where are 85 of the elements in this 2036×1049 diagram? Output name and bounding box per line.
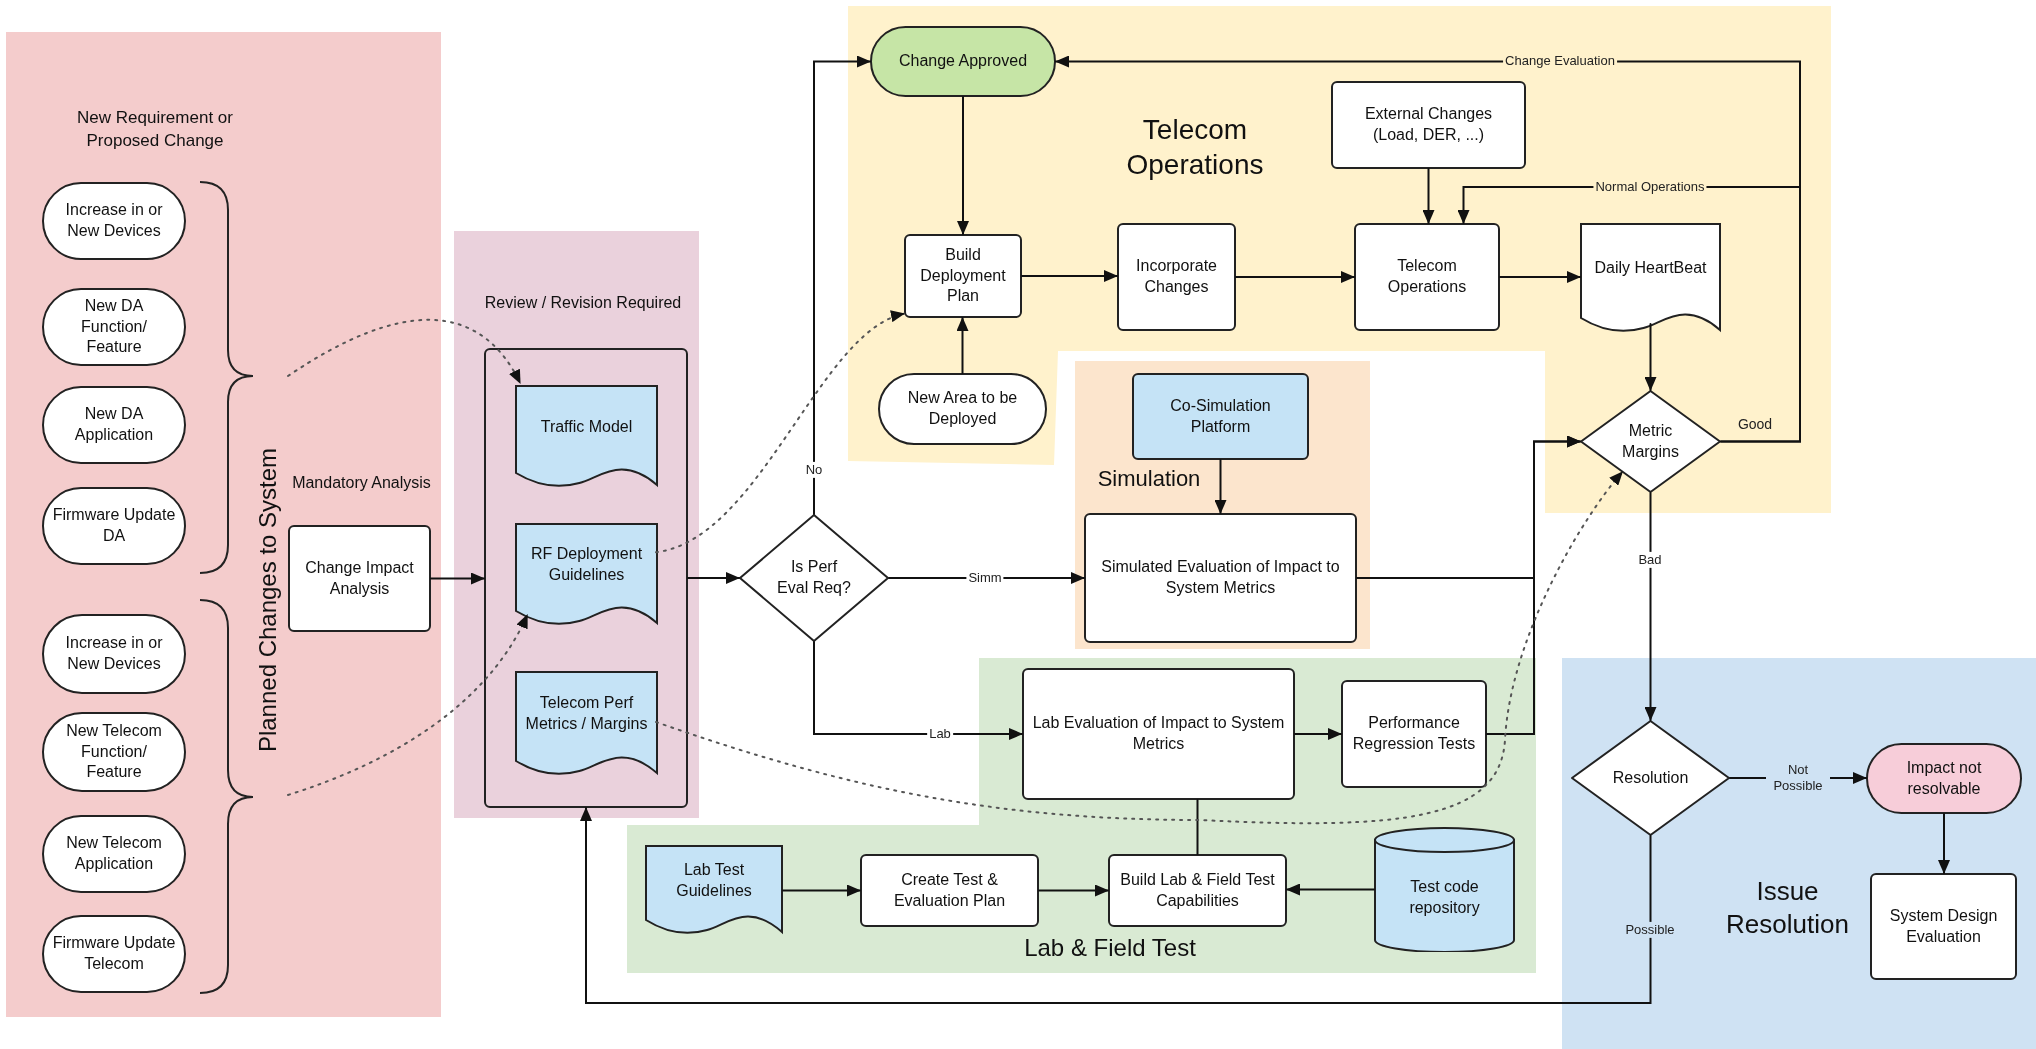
process-box <box>1132 373 1309 460</box>
lane-title: Issue Resolution <box>1725 875 1850 940</box>
dotted-arrow <box>655 312 905 554</box>
dotted-arrow <box>287 318 522 384</box>
step-text: Co-Simulation Platform <box>1169 395 1272 437</box>
process-box <box>1870 873 2017 980</box>
dotted-arrow <box>287 614 529 796</box>
process-box <box>860 854 1039 927</box>
step-text: Incorporate Changes <box>1135 256 1218 297</box>
step-text: New Telecom Application <box>65 833 163 874</box>
arrow <box>1021 270 1118 282</box>
arrow <box>1486 435 1581 735</box>
arrow <box>1644 492 1657 721</box>
lane-title: New Requirement or Proposed Change <box>76 107 234 153</box>
step-text: Simulated Evaluation of Impact to System Metrics <box>1100 557 1341 598</box>
step-text: Change Impact Analysis <box>304 557 415 599</box>
arrow <box>687 572 740 584</box>
edge-label: No <box>803 461 825 479</box>
arrow <box>957 96 969 235</box>
edge-label: Possible <box>1623 921 1677 939</box>
lane-title: Telecom Operations <box>1125 113 1265 182</box>
arrow <box>782 884 861 897</box>
arrow <box>430 572 485 585</box>
arrow <box>1214 459 1227 514</box>
edge-label: Bad <box>1636 551 1664 569</box>
step-text: New DA Function/ Feature <box>80 295 148 358</box>
lane-title: Lab & Field Test <box>1023 936 1197 960</box>
step-text: New DA Application <box>73 404 155 445</box>
step-text: Test code repository <box>1408 876 1481 918</box>
lane-title: Review / Revision Required <box>483 293 683 313</box>
step-text: Build Deployment Plan <box>919 244 1007 307</box>
arrow <box>1938 813 1950 874</box>
lane-title: Planned Changes to System <box>256 446 282 755</box>
process-box <box>904 234 1022 318</box>
step-text: Change Approved <box>898 51 1028 72</box>
arrow <box>1038 884 1109 897</box>
connector-line <box>1196 799 1199 855</box>
step-text: Firmware Update Telecom <box>52 933 176 974</box>
arrow <box>1286 883 1375 896</box>
arrow <box>956 317 969 374</box>
arrow <box>1422 168 1435 224</box>
step-text: Is Perf Eval Req? <box>777 557 851 598</box>
step-text: Traffic Model <box>540 416 633 437</box>
step-text: Lab Evaluation of Impact to System Metrics <box>1032 713 1285 754</box>
process-box <box>1108 854 1287 927</box>
arrow <box>813 641 1023 740</box>
step-text: Lab Test Guidelines <box>675 859 753 901</box>
arrow <box>1644 323 1657 391</box>
process-box <box>1341 680 1487 788</box>
step-text: Telecom Operations <box>1386 256 1468 297</box>
swimlane-band <box>1075 361 1370 649</box>
group-frame <box>484 348 688 808</box>
step-heading: Mandatory Analysis <box>291 473 432 493</box>
step-text: Impact not resolvable <box>1905 757 1983 799</box>
step-text: Firmware Update DA <box>52 505 176 546</box>
step-text: RF Deployment Guidelines <box>529 544 644 585</box>
step-text: New Telecom Function/ Feature <box>65 720 163 783</box>
arrow <box>580 807 1652 1004</box>
step-text: System Design Evaluation <box>1888 905 1999 947</box>
step-text: Performance Regression Tests <box>1351 713 1477 754</box>
lane-title: Simulation <box>1096 468 1202 490</box>
step-text: Telecom Perf Metrics / Margins <box>524 693 649 734</box>
swimlane-band <box>6 32 441 1017</box>
branch-label: Good <box>1737 414 1773 434</box>
step-text: Increase in or New Devices <box>64 633 164 674</box>
process-box <box>1354 223 1500 331</box>
swimlane-band <box>454 231 699 818</box>
step-text: Resolution <box>1612 767 1689 788</box>
arrow <box>1235 271 1355 283</box>
step-text: Build Lab & Field Test Capabilities <box>1119 869 1276 911</box>
arrow <box>813 55 871 515</box>
step-text: New Area to be Deployed <box>906 388 1019 429</box>
process-box <box>1117 223 1236 331</box>
step-text: External Changes (Load, DER, ...) <box>1363 104 1494 145</box>
step-text: Metric Margins <box>1621 420 1680 462</box>
swimlane-band <box>1562 658 2036 1049</box>
process-box <box>1084 513 1357 643</box>
process-box <box>1331 81 1526 169</box>
process-box <box>1022 668 1295 800</box>
arrow <box>1499 271 1581 283</box>
step-text: Create Test & Evaluation Plan <box>892 869 1007 911</box>
step-text: Daily HeartBeat <box>1594 258 1707 279</box>
step-text: Increase in or New Devices <box>64 200 164 241</box>
dotted-arrow <box>655 471 1624 825</box>
arrow <box>1294 728 1342 740</box>
